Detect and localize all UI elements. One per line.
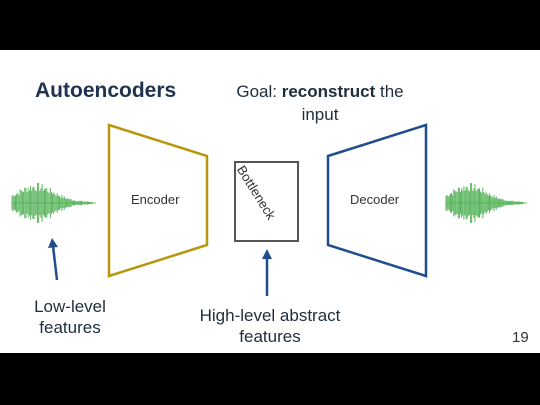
high-level-arrow xyxy=(262,249,272,296)
goal-suffix: the input xyxy=(301,82,404,124)
goal-prefix: Goal: xyxy=(236,82,282,101)
encoder-label: Encoder xyxy=(131,192,180,207)
slide-title: Autoencoders xyxy=(35,79,177,102)
diagram-canvas xyxy=(11,123,527,296)
low-level-arrow xyxy=(48,238,59,281)
output-waveform-icon xyxy=(445,183,527,223)
low-level-features-label: Low-level features xyxy=(34,297,106,337)
decoder-label: Decoder xyxy=(350,192,400,207)
slide: Autoencoders Goal: reconstruct the input… xyxy=(0,50,540,353)
decoder-shape xyxy=(326,123,428,278)
bottleneck-shape xyxy=(234,161,299,242)
input-waveform-icon xyxy=(11,183,96,223)
high-level-features-label: High-level abstract features xyxy=(199,306,341,346)
goal-emphasis: reconstruct xyxy=(281,82,376,101)
page-number: 19 xyxy=(512,329,529,346)
encoder-shape xyxy=(107,123,209,278)
goal-text: Goal: reconstruct the input xyxy=(220,80,420,126)
